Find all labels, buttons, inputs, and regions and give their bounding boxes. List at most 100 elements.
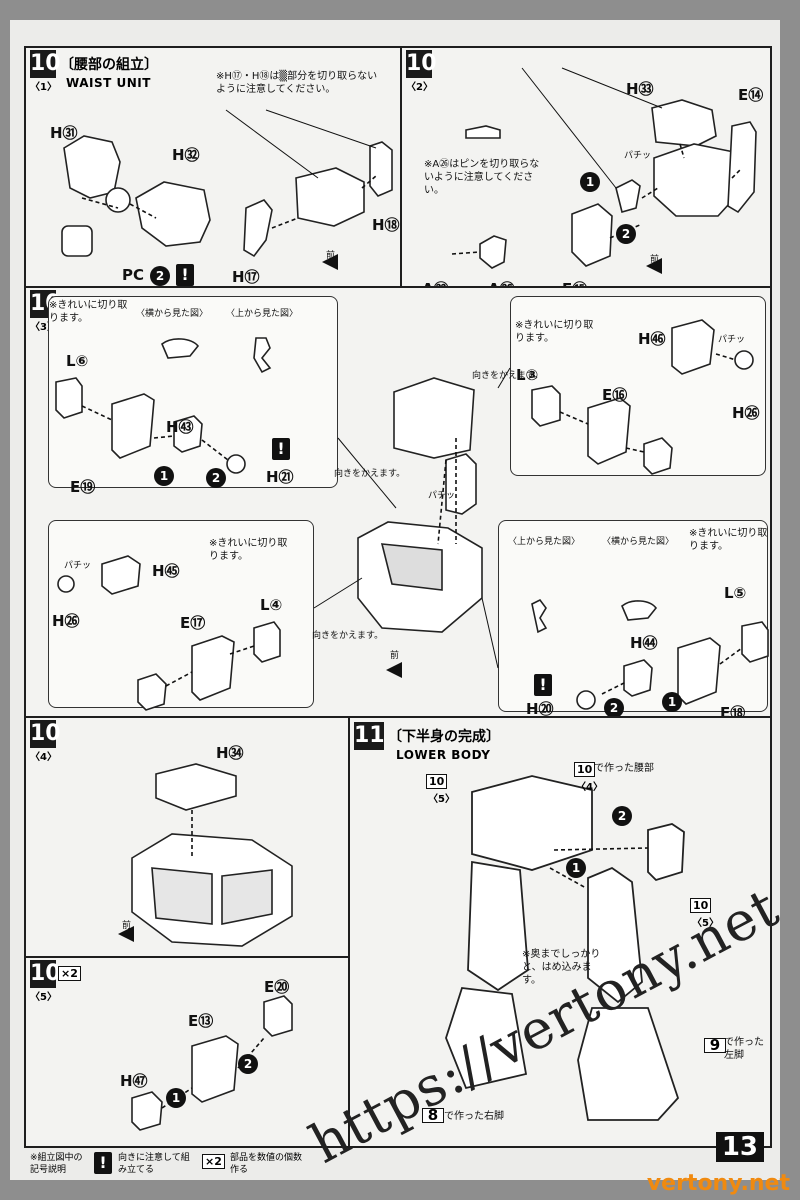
snap-label: パチッ [624,151,652,161]
part-label-l5: L⑤ [724,584,747,602]
part-label-h45: H㊺ [152,562,180,580]
turn-label: 向きをかえます。 [312,631,384,641]
step-number: 10 [30,960,61,988]
ref-step-9: 9 [704,1038,726,1053]
side-view-label: 〈横から見た図〉 [136,309,209,319]
front-label: 前 [650,255,660,265]
page-number: 13 [715,1132,764,1162]
part-label-l3: L③ [516,366,539,384]
ref-step-10-5b: 10 [690,898,712,913]
waist-parts-illustration [61,109,393,270]
ref-step-8: 8 [422,1108,444,1123]
legend-warning-text: 向きに注意して組み立てる [118,1153,190,1175]
part-label-a22: A㉒ [422,278,449,286]
substep-label: 〈5〉 [30,992,57,1003]
part-label-a26: A㉖ [488,278,515,286]
step-badge-1: 1 [580,172,600,192]
lower-body-illustration [445,775,685,1121]
clean-cut-note: ※きれいに切り取ります。 [49,300,128,324]
part-label-h34: H㉞ [216,744,244,762]
panel-10-5: 10 ×2 〈5〉 E⑬ E⑳ H㊼ 2 1 [24,956,350,1148]
clean-cut-note: ※きれいに切り取ります。 [515,320,594,344]
step-badge-2: 2 [206,468,226,488]
turn-label: 向きをかえます。 [472,371,544,381]
part-label-e14: E⑭ [738,86,764,104]
side-view-label: 〈横から見た図〉 [602,537,675,547]
push-in-note: ※奥までしっかりと、はめ込みます。 [522,949,601,986]
legend-x2-icon: ×2 [202,1154,225,1169]
number-badge: 2 [150,266,170,286]
step-badge-2: 2 [616,224,636,244]
turn-label: 向きをかえます。 [334,469,406,479]
step-title-jp: 〔下半身の完成〕 [388,729,500,745]
part-label-pc2: PC [122,266,145,284]
made-right-leg-note: で作った右脚 [444,1111,504,1122]
step-title-en: LOWER BODY [396,748,491,762]
top-view-label: 〈上から見た図〉 [508,537,581,547]
warning-icon: ! [534,674,552,696]
step-badge-1: 1 [566,858,586,878]
front-label: 前 [122,921,132,931]
part-label-h26b: H㉖ [52,612,80,630]
substep-label: 〈1〉 [30,82,57,93]
multiplier-badge: ×2 [58,966,81,981]
part-label-h32: H㉜ [172,146,200,164]
substep-label: 〈2〉 [406,82,433,93]
ref-substep: 〈4〉 [576,782,603,793]
step-badge-1: 1 [154,466,174,486]
waist-unit-final-illustration [118,763,293,947]
legend-x2-text: 部品を数値の個数作る [230,1153,303,1175]
ref-substep: 〈5〉 [692,918,719,929]
step-badge-2: 2 [604,698,624,716]
step-number: 10 [30,720,61,748]
snap-label: パチッ [428,491,456,501]
substep-label: 〈4〉 [30,752,57,763]
waist-front-illustration [451,67,757,274]
part-label-h33: H㉝ [626,80,654,98]
panel-11: 11 〔下半身の完成〕 LOWER BODY 10 〈5〉 10 [348,716,772,1148]
part-label-h20: H⑳ [526,700,554,718]
manual-page: 10 〈1〉 〔腰部の組立〕 WAIST UNIT ※H⑰・H⑱は▒部分を切り取… [10,20,780,1180]
part-label-h46: H㊻ [638,330,666,348]
part-label-e17: E⑰ [180,614,206,632]
step-number: 10 [30,50,61,78]
panel-10-1: 10 〈1〉 〔腰部の組立〕 WAIST UNIT ※H⑰・H⑱は▒部分を切り取… [24,46,404,288]
snap-label: パチッ [64,561,92,571]
step-badge-2: 2 [612,806,632,826]
warning-icon: ! [272,438,290,460]
warning-icon: ! [176,264,194,286]
waist-armor-illustration [131,995,293,1131]
snap-label: パチッ [718,335,746,345]
part-label-e16: E⑯ [602,386,628,404]
step-number: 10 [406,50,437,78]
ref-substep: 〈5〉 [428,794,455,805]
step-badge-1: 1 [662,692,682,712]
part-label-h21: H㉑ [266,468,294,486]
caution-note: ※H⑰・H⑱は▒部分を切り取らないように注意してください。 [216,71,378,95]
part-label-h43: H㊸ [166,418,194,436]
part-label-e13: E⑬ [188,1012,214,1030]
ref-step-10-5: 10 [426,774,448,789]
substep-label: 〈3〉 [30,322,57,333]
legend-warning-icon: ! [94,1152,112,1174]
clean-cut-note: ※きれいに切り取ります。 [209,538,288,562]
part-label-h47: H㊼ [120,1072,148,1090]
clean-cut-note: ※きれいに切り取ります。 [689,528,768,552]
step-badge-1: 1 [166,1088,186,1108]
part-label-e15: E⑮ [562,278,587,286]
caution-note-pin: ※A㉖はピンを切り取らないように注意してください。 [424,159,540,196]
top-view-label: 〈上から見た図〉 [226,309,299,319]
part-label-h61: H㉛ [50,124,78,142]
waist-assembly-illustration [55,319,769,711]
step-number: 11 [354,722,385,750]
legend-caption: ※組立図中の記号説明 [30,1153,83,1175]
part-label-e20: E⑳ [264,978,290,996]
brand-watermark: vertony.net [646,1171,790,1196]
part-label-h26: H㉖ [732,404,760,422]
step-badge-2: 2 [238,1054,258,1074]
front-label: 前 [326,251,336,261]
part-label-e18: E⑱ [720,704,746,718]
inset-left-bottom: ※きれいに切り取ります。 [48,520,314,708]
part-label-h18: H⑱ [372,216,400,234]
step-title-en: WAIST UNIT [66,76,151,90]
